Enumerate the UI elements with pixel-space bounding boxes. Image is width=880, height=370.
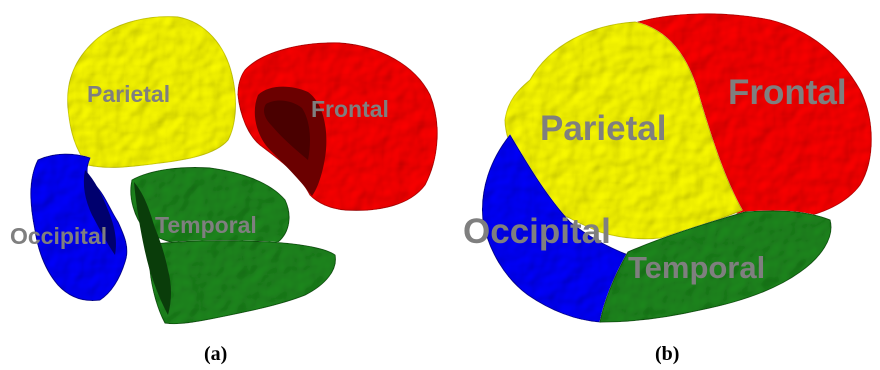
panel-a-caption: (a) xyxy=(204,343,227,365)
panel-a-occipital-label: Occipital xyxy=(10,223,107,249)
panel-b-parietal-label: Parietal xyxy=(540,109,666,148)
panel-a-temporal-label: Temporal xyxy=(155,212,257,238)
panel-a-temporal-lower xyxy=(149,241,336,324)
panel-a-parietal-label: Parietal xyxy=(87,81,170,107)
panel-b-frontal-label: Frontal xyxy=(728,73,847,112)
panel-b-caption: (b) xyxy=(655,343,679,365)
panel-b-occipital-label: Occipital xyxy=(463,212,611,251)
panel-a-frontal-label: Frontal xyxy=(311,96,389,122)
panel-b: Parietal Frontal Occipital Temporal (b) xyxy=(463,14,871,365)
panel-b-temporal-label: Temporal xyxy=(628,250,765,285)
panel-a: Parietal Frontal Occipital Temporal (a) xyxy=(10,17,437,365)
